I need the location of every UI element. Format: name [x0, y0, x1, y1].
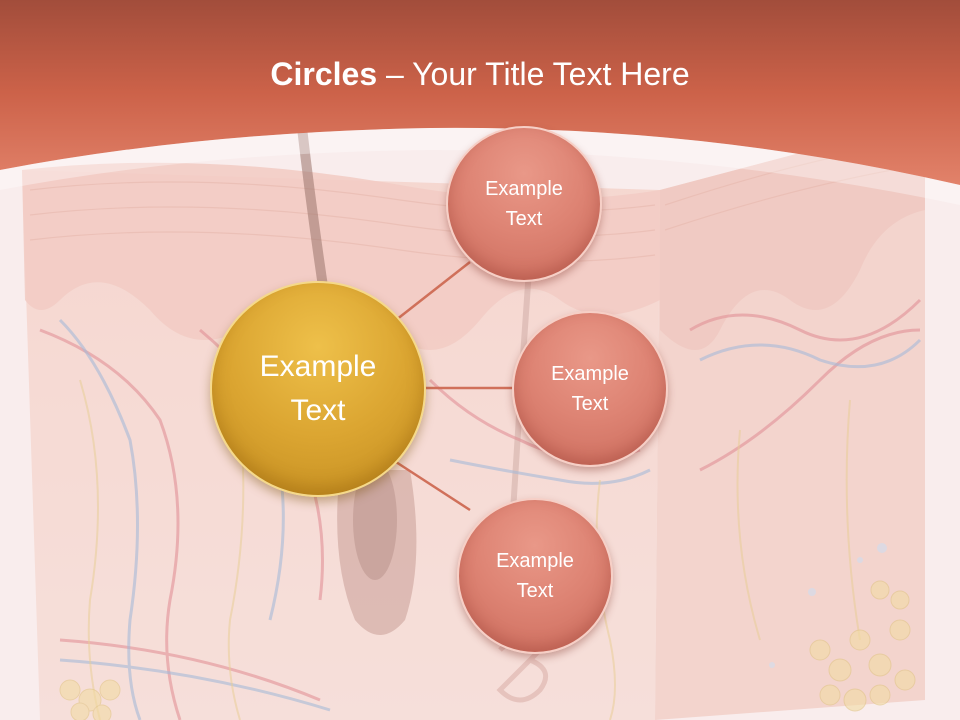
outer-circle-text-line2: Text	[516, 580, 554, 602]
outer-circle-text-line1: Example	[551, 363, 629, 385]
slide-title: Circles – Your Title Text Here	[0, 52, 960, 96]
outer-circle-text-line1: Example	[496, 550, 574, 572]
center-circle[interactable]: Example Text	[210, 281, 426, 497]
connector-line	[395, 460, 471, 512]
outer-circle-bottom[interactable]: Example Text	[457, 498, 613, 654]
outer-circle-text-line2: Text	[505, 208, 543, 230]
outer-circle-middle[interactable]: Example Text	[512, 311, 668, 467]
center-circle-text-line2: Text	[290, 394, 346, 427]
outer-circle-top[interactable]: Example Text	[446, 126, 602, 282]
slide-title-bold: Circles	[270, 56, 378, 92]
slide-title-rest: – Your Title Text Here	[377, 56, 690, 92]
center-circle-text-line1: Example	[259, 350, 377, 383]
connector-line	[395, 261, 471, 321]
outer-circle-text-line2: Text	[571, 393, 609, 415]
outer-circle-text-line1: Example	[485, 178, 563, 200]
